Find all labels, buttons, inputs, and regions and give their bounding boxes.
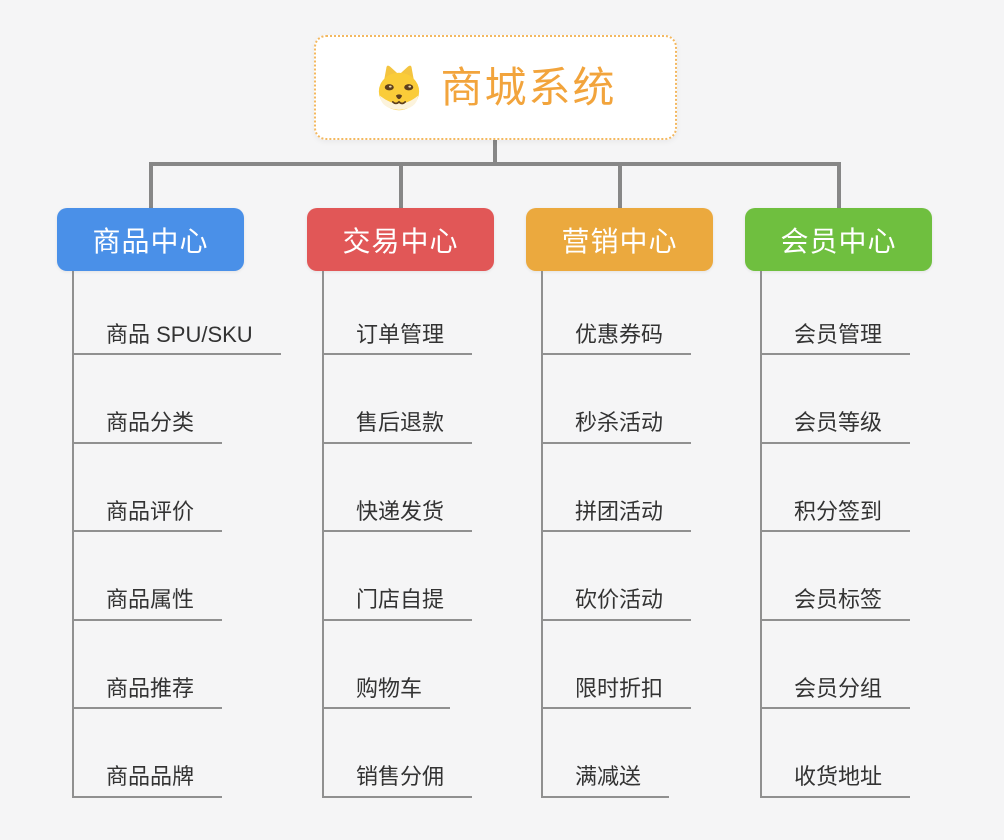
leaf-node[interactable]: 收货地址: [760, 764, 911, 798]
branch-leaves: 会员管理 会员等级 积分签到 会员标签 会员分组 收货地址: [760, 267, 911, 798]
root-title: 商城系统: [440, 63, 617, 111]
branch-bus-connector: [148, 162, 841, 166]
branch-label: 交易中心: [342, 225, 459, 257]
leaf-node[interactable]: 会员分组: [760, 676, 911, 709]
shiba-dog-icon: [379, 65, 420, 110]
branch-node-member-center[interactable]: 会员中心: [745, 208, 932, 271]
branch-leaves: 优惠券码 秒杀活动 拼团活动 砍价活动 限时折扣 满减送: [541, 267, 692, 798]
leaf-node[interactable]: 优惠券码: [541, 322, 692, 355]
branch-label: 商品中心: [92, 225, 209, 257]
branch-label: 会员中心: [780, 225, 897, 257]
leaf-node[interactable]: 商品推荐: [72, 676, 223, 709]
leaf-node[interactable]: 门店自提: [322, 587, 473, 621]
leaf-node[interactable]: 拼团活动: [541, 499, 692, 532]
root-stem-connector: [493, 140, 497, 166]
branch-node-trade-center[interactable]: 交易中心: [307, 208, 494, 271]
leaf-node[interactable]: 销售分佣: [322, 764, 473, 798]
branch-drop-connector: [617, 162, 622, 209]
leaf-node[interactable]: 商品属性: [72, 587, 223, 621]
branch-label: 营销中心: [561, 225, 678, 257]
leaf-node[interactable]: 会员管理: [760, 322, 911, 355]
branch-node-product-center[interactable]: 商品中心: [57, 208, 244, 271]
leaf-node[interactable]: 订单管理: [322, 322, 473, 355]
branch-node-marketing-center[interactable]: 营销中心: [526, 208, 713, 271]
leaf-node[interactable]: 售后退款: [322, 410, 473, 444]
leaf-node[interactable]: 秒杀活动: [541, 410, 692, 444]
branch-spine: [541, 271, 543, 797]
branch-leaves: 订单管理 售后退款 快递发货 门店自提 购物车 销售分佣: [322, 267, 473, 798]
leaf-node[interactable]: 会员等级: [760, 410, 911, 444]
leaf-node[interactable]: 限时折扣: [541, 676, 692, 709]
branch-spine: [760, 271, 762, 797]
leaf-node[interactable]: 商品 SPU/SKU: [72, 322, 281, 355]
leaf-node[interactable]: 满减送: [541, 764, 670, 798]
branch-spine: [72, 271, 74, 797]
leaf-node[interactable]: 会员标签: [760, 587, 911, 621]
leaf-node[interactable]: 商品分类: [72, 410, 223, 444]
branch-drop-connector: [398, 162, 403, 209]
leaf-node[interactable]: 积分签到: [760, 499, 911, 532]
branch-drop-connector: [836, 162, 841, 209]
leaf-node[interactable]: 砍价活动: [541, 587, 692, 621]
leaf-node[interactable]: 购物车: [322, 676, 451, 709]
branch-spine: [322, 271, 324, 797]
leaf-node[interactable]: 商品评价: [72, 499, 223, 532]
leaf-node[interactable]: 商品品牌: [72, 764, 223, 798]
branch-leaves: 商品 SPU/SKU 商品分类 商品评价 商品属性 商品推荐 商品品牌: [72, 267, 281, 798]
leaf-node[interactable]: 快递发货: [322, 499, 473, 532]
branch-drop-connector: [148, 162, 153, 209]
root-node[interactable]: 商城系统: [314, 35, 677, 140]
